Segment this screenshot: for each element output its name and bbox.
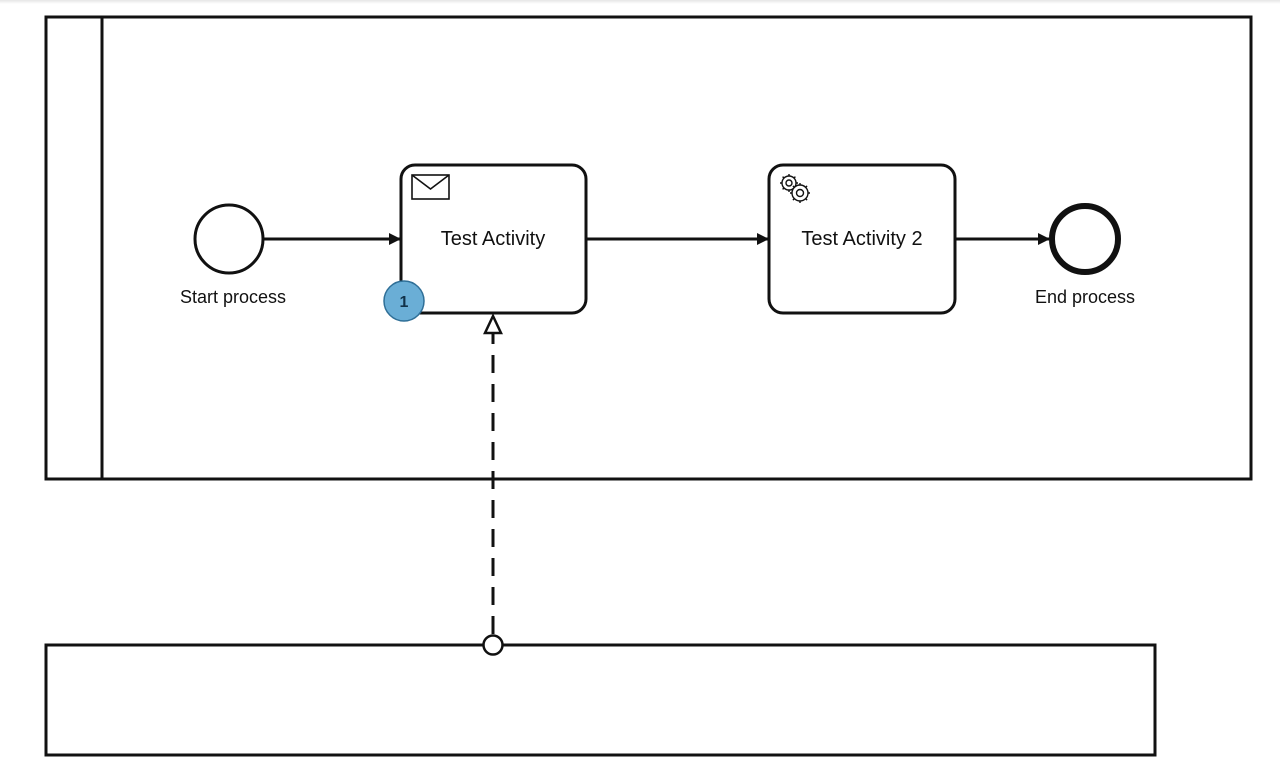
task-test-activity[interactable]: Test Activity 1 <box>383 163 588 322</box>
end-event-label: End process <box>1035 287 1135 307</box>
message-flow-source-circle <box>482 634 504 656</box>
start-event-label: Start process <box>180 287 286 307</box>
message-flow-arrowhead <box>483 313 503 335</box>
start-event[interactable]: Start process <box>180 203 286 307</box>
task-test-activity-2[interactable]: Test Activity 2 <box>767 163 957 315</box>
gear-icon <box>780 174 810 203</box>
envelope-icon <box>411 174 450 200</box>
counter-badge: 1 <box>383 280 425 322</box>
participant-pool[interactable] <box>44 15 1253 481</box>
counter-badge-value: 1 <box>400 294 409 311</box>
task-test-activity-label: Test Activity <box>441 228 545 250</box>
collapsed-pool[interactable] <box>44 643 1157 757</box>
top-shadow <box>0 0 1280 4</box>
task-test-activity-2-label: Test Activity 2 <box>801 228 922 250</box>
end-event[interactable]: End process <box>1035 203 1135 307</box>
message-flow[interactable] <box>482 313 504 656</box>
